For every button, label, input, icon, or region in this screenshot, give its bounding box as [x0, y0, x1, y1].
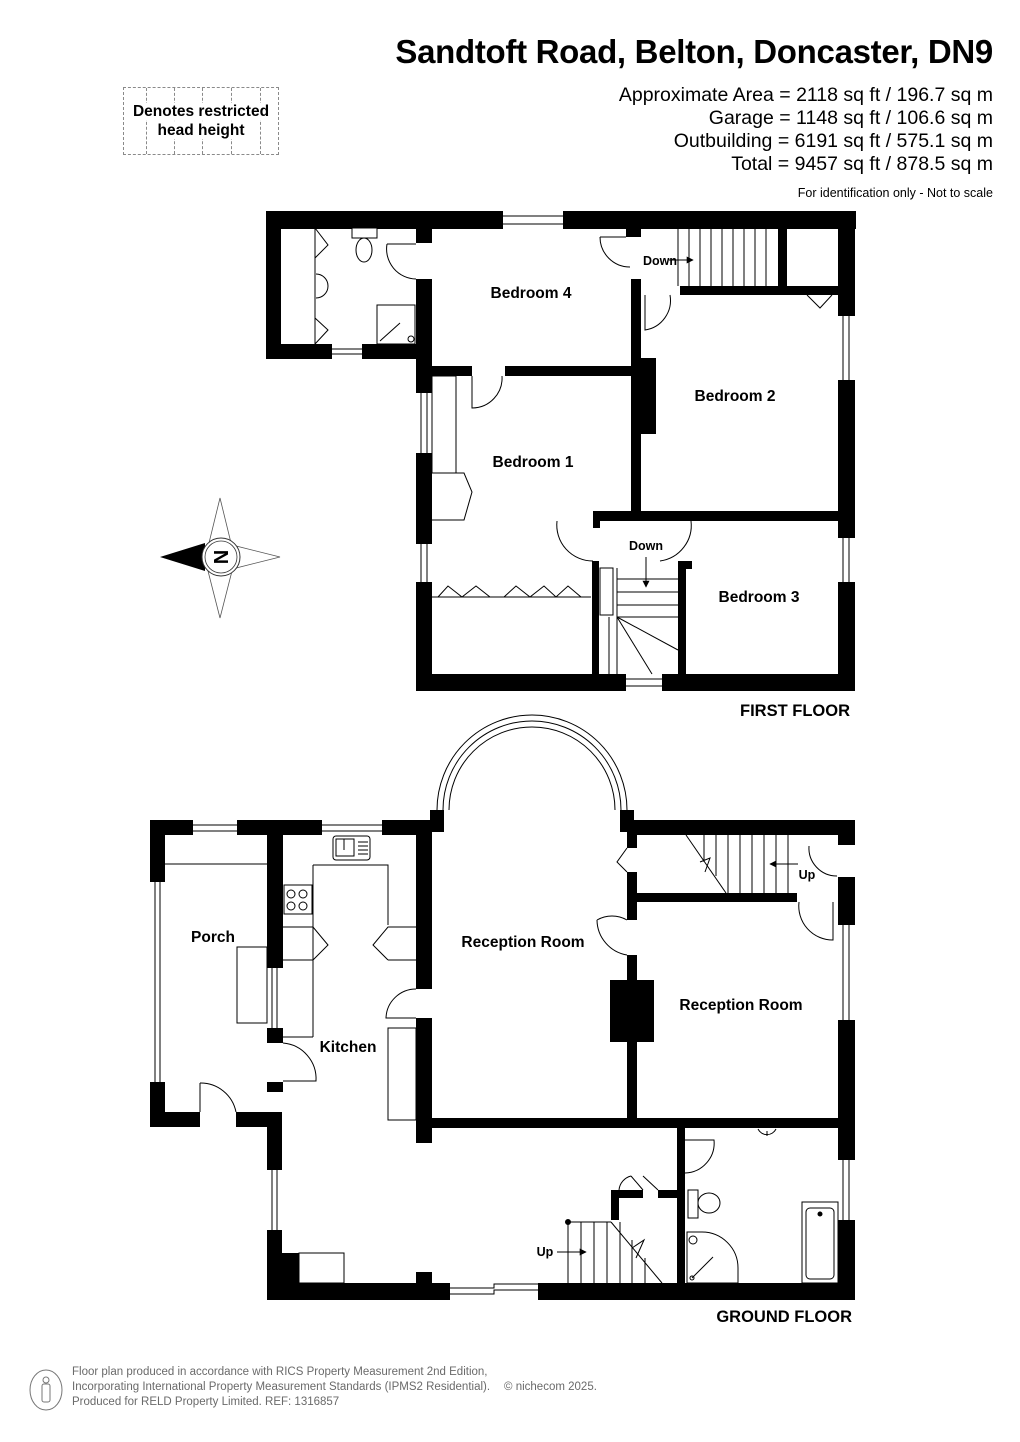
first-floor-stairs-middle	[599, 557, 679, 675]
area-total: Total = 9457 sq ft / 878.5 sq m	[731, 153, 993, 175]
legend-dash-line	[146, 88, 147, 154]
first-floor-label: FIRST FLOOR	[740, 702, 850, 720]
area-outbuilding: Outbuilding = 6191 sq ft / 575.1 sq m	[673, 130, 993, 152]
area-summary: Approximate Area = 2118 sq ft / 196.7 sq…	[619, 84, 993, 176]
stairs-down-label: Down	[643, 254, 677, 268]
legend-dash-line	[174, 88, 175, 154]
restricted-height-legend: Denotes restricted head height	[123, 87, 279, 155]
first-floor-fixtures	[314, 227, 833, 675]
room-bedroom-1: Bedroom 1	[493, 454, 574, 471]
legend-dash-line	[231, 88, 232, 154]
first-floor-plan	[266, 211, 856, 691]
stairs-up-label: Up	[799, 868, 816, 882]
ground-floor-fixtures	[165, 834, 839, 1284]
first-floor-labels: Bedroom 4 Bedroom 2 Bedroom 1 Bedroom 3 …	[491, 254, 851, 720]
legend-dash-line	[202, 88, 203, 154]
ground-floor-plan	[150, 714, 855, 1300]
property-title: Sandtoft Road, Belton, Doncaster, DN9	[395, 33, 993, 70]
footer-line-1: Floor plan produced in accordance with R…	[72, 1366, 488, 1378]
room-bedroom-4: Bedroom 4	[491, 285, 572, 302]
person-icon	[29, 1369, 63, 1411]
legend-text: Denotes restricted head height	[132, 103, 270, 139]
stairs-down-label: Down	[629, 539, 663, 553]
ground-floor-label: GROUND FLOOR	[716, 1308, 852, 1326]
area-approximate: Approximate Area = 2118 sq ft / 196.7 sq…	[618, 84, 993, 106]
room-kitchen: Kitchen	[320, 1039, 377, 1056]
ground-floor-labels: Porch Kitchen Reception Room Reception R…	[191, 868, 852, 1326]
room-porch: Porch	[191, 929, 235, 946]
room-bedroom-2: Bedroom 2	[695, 388, 776, 405]
ground-floor-stairs-hall	[557, 1219, 663, 1284]
copyright-notice: © nichecom 2025.	[504, 1381, 597, 1393]
footer-line-3: Produced for RELD Property Limited. REF:…	[72, 1396, 340, 1408]
footer-notes: Floor plan produced in accordance with R…	[72, 1365, 597, 1410]
scale-disclaimer: For identification only - Not to scale	[797, 186, 993, 200]
footer-line-2: Incorporating International Property Mea…	[72, 1381, 491, 1393]
first-floor-stairs-top	[669, 229, 767, 286]
room-reception-room-1: Reception Room	[461, 934, 584, 951]
room-bedroom-3: Bedroom 3	[719, 589, 800, 606]
compass-north-letter: N	[211, 550, 233, 564]
legend-dash-line	[260, 88, 261, 154]
compass-rose-icon: N	[160, 497, 281, 619]
room-reception-room-2: Reception Room	[679, 997, 802, 1014]
area-garage: Garage = 1148 sq ft / 106.6 sq m	[708, 107, 993, 129]
stairs-up-label: Up	[537, 1245, 554, 1259]
ground-floor-stairs-rear	[685, 834, 838, 941]
